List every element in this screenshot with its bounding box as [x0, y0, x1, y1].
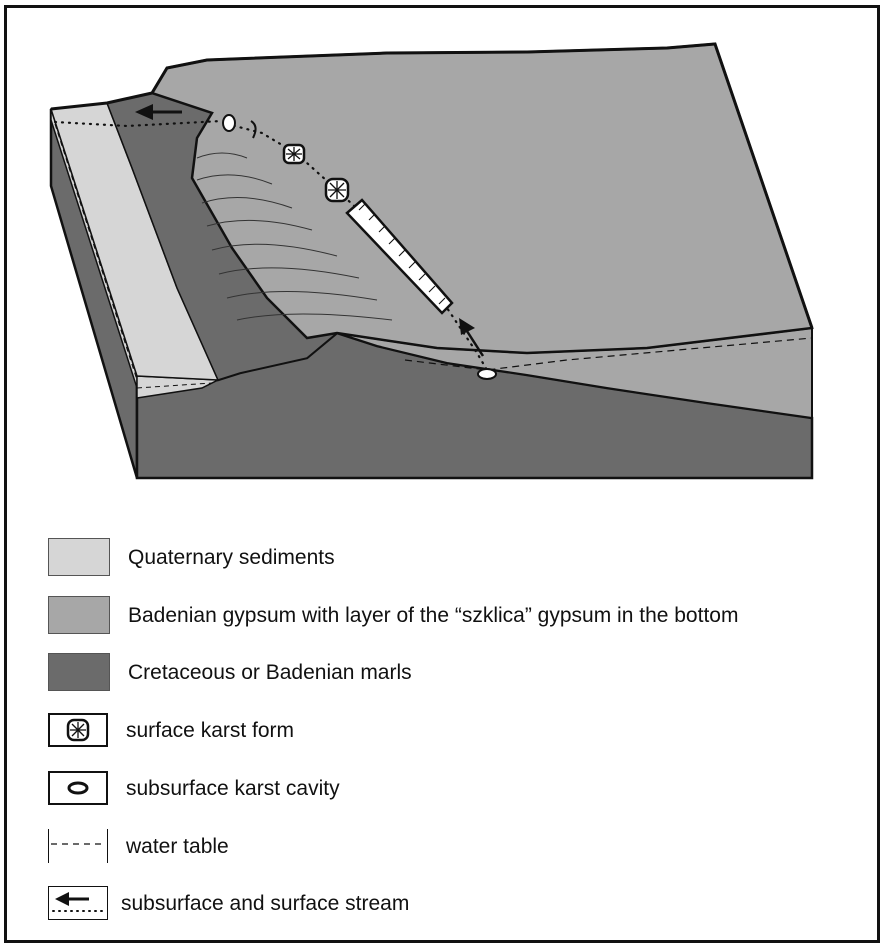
legend-label: water table	[126, 835, 229, 859]
legend-label: Cretaceous or Badenian marls	[128, 661, 412, 685]
legend-label: surface karst form	[126, 719, 294, 743]
legend-label: subsurface and surface stream	[121, 892, 409, 916]
light-gray-swatch	[48, 538, 110, 576]
legend-label: Badenian gypsum with layer of the “szkli…	[128, 604, 738, 628]
medium-gray-swatch	[48, 596, 110, 634]
figure-frame: Quaternary sediments Badenian gypsum wit…	[4, 5, 880, 943]
sinkhole-2	[326, 179, 348, 201]
stream-arrow-icon	[48, 886, 108, 920]
dark-gray-swatch	[48, 653, 110, 691]
surface-karst-icon	[48, 713, 108, 747]
sinkhole-1	[284, 145, 304, 163]
legend-label: subsurface karst cavity	[126, 777, 340, 801]
dashed-line-icon	[48, 829, 108, 863]
block-diagram	[7, 8, 877, 508]
legend-label: Quaternary sediments	[128, 546, 335, 570]
cavity-icon	[48, 771, 108, 805]
subsurface-cavity-3	[478, 369, 496, 379]
subsurface-cavity-1	[223, 115, 235, 131]
